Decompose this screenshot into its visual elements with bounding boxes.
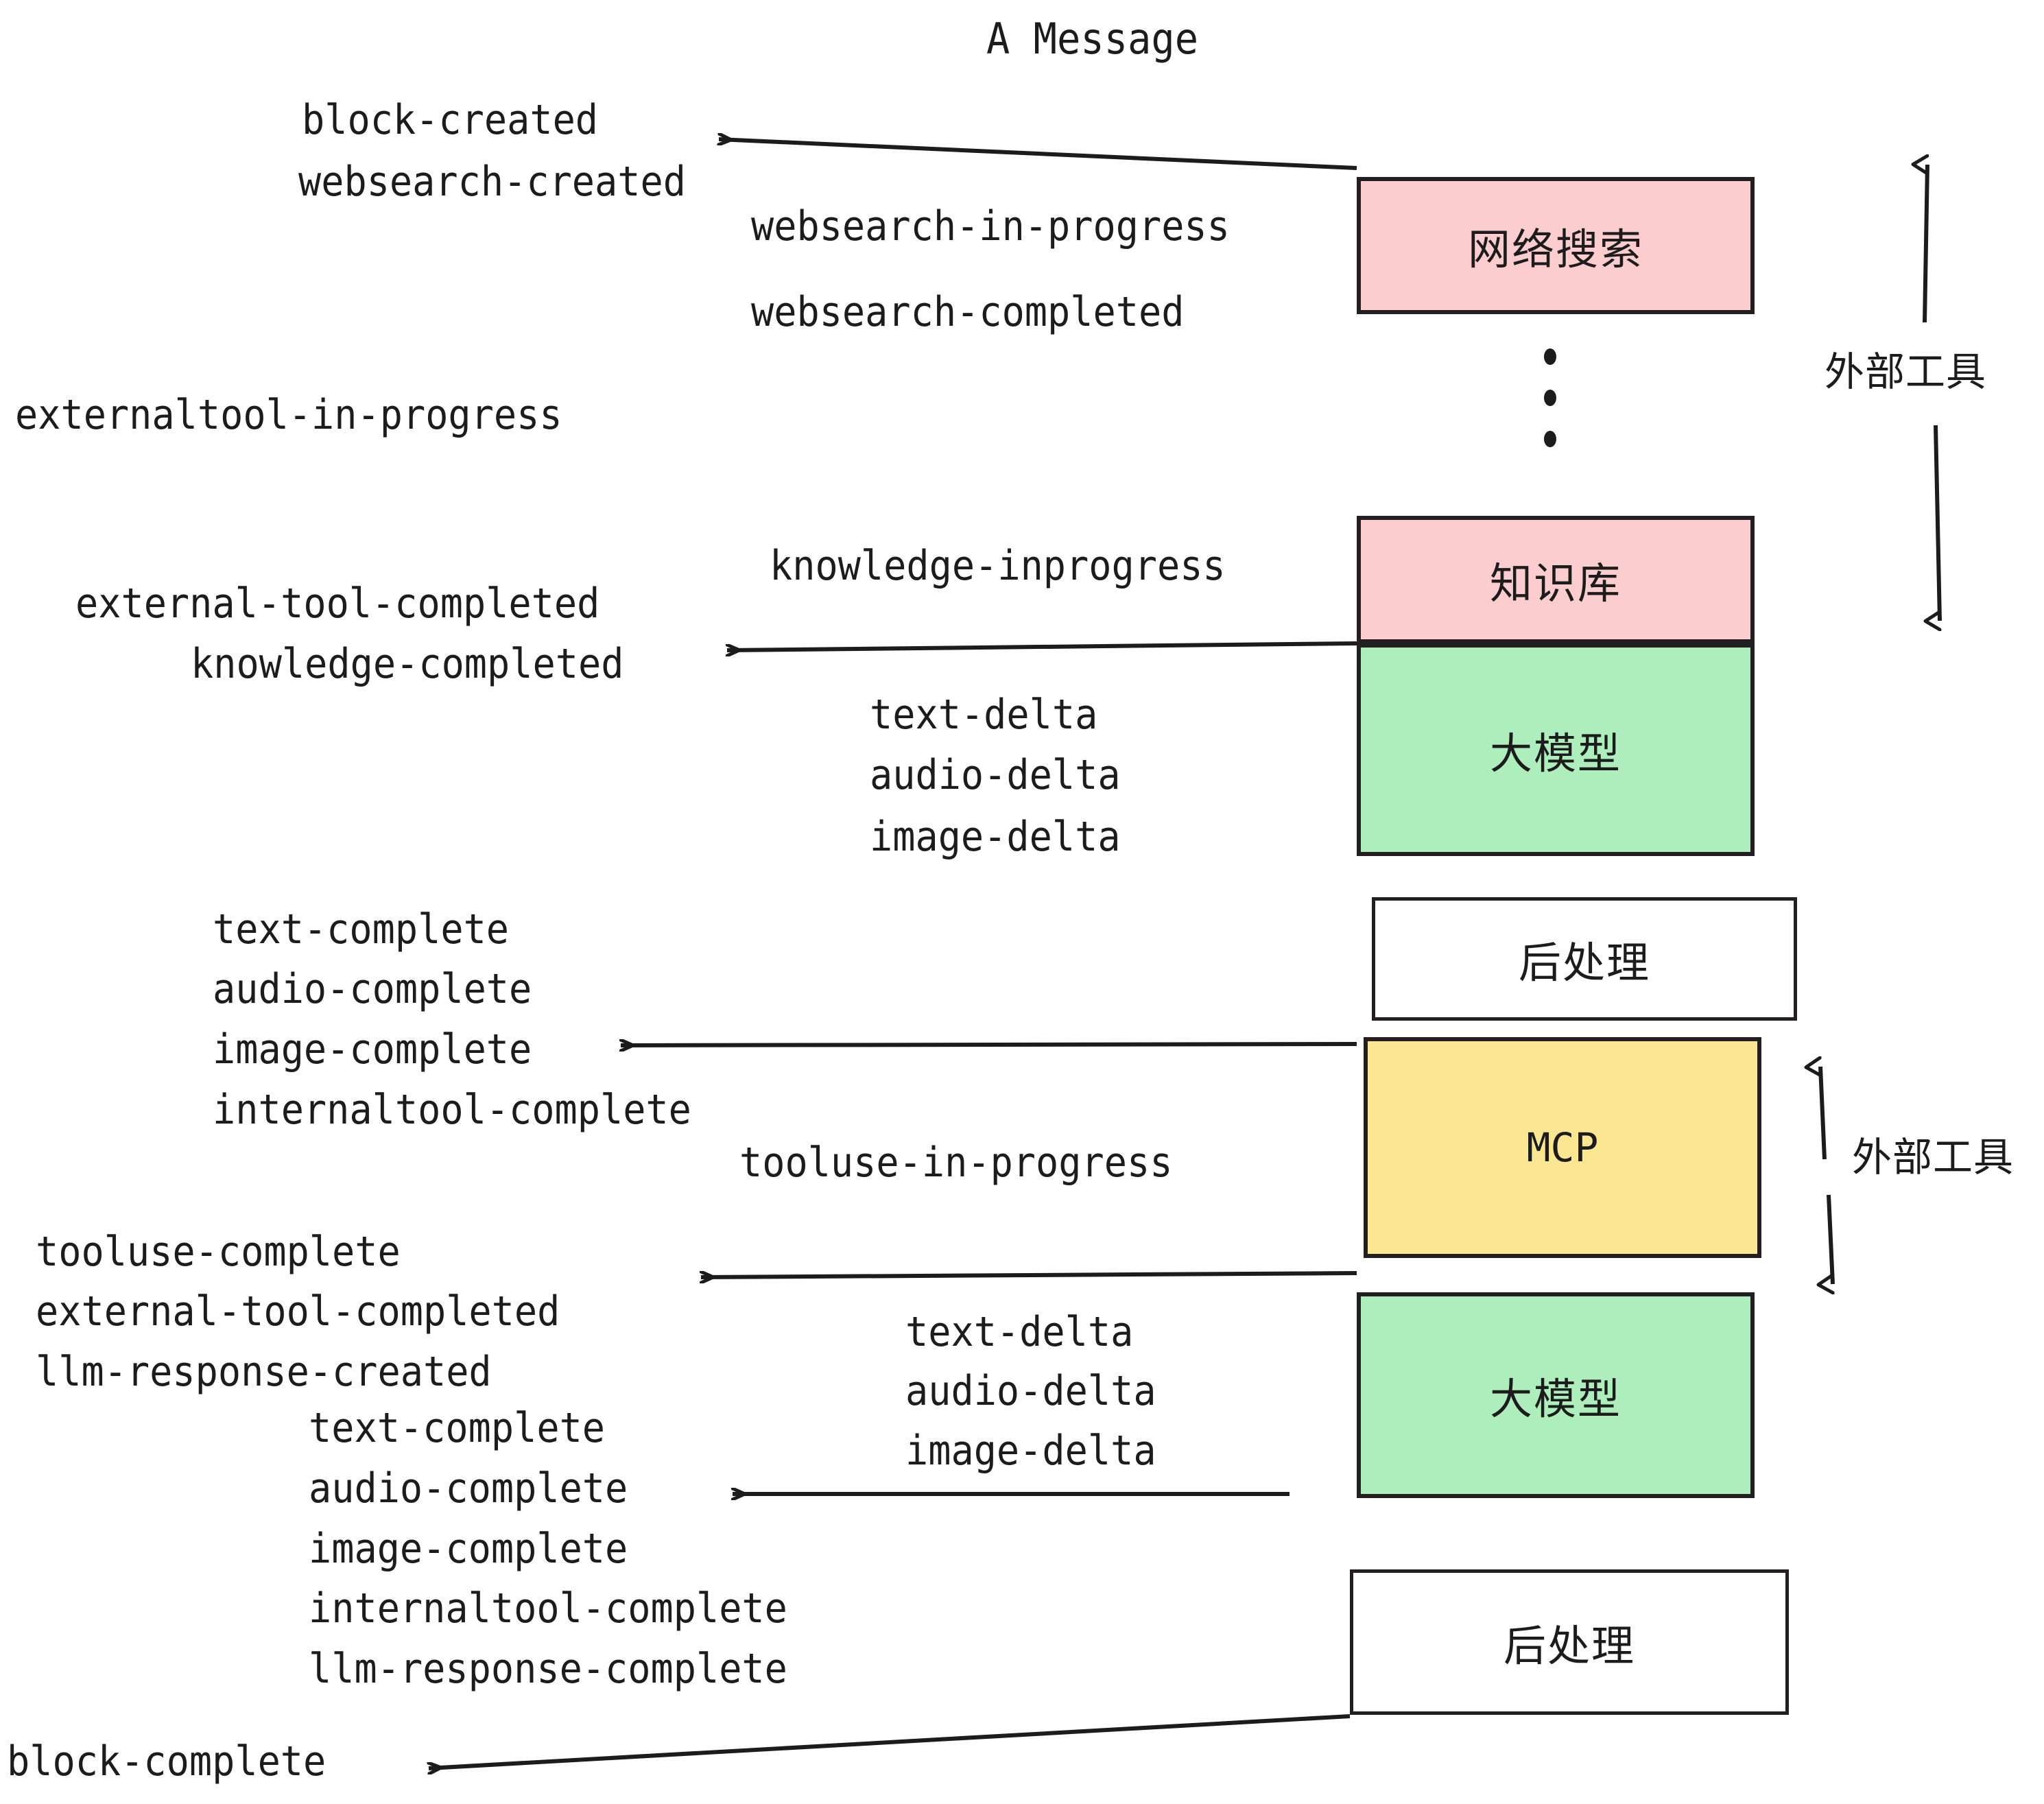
node-knowledge-label: 知识库 — [1489, 558, 1621, 608]
vertical-ellipsis-icon — [1544, 348, 1556, 472]
node-postprocess-2-label: 后处理 — [1503, 1621, 1635, 1671]
node-llm-2[interactable]: 大模型 — [1357, 1292, 1755, 1498]
event-label-tooluse-in-progress: tooluse-in-progress — [739, 1139, 1173, 1187]
event-label-llm-response-complete: llm-response-complete — [309, 1645, 787, 1693]
arrow-llm1-to-image-complete — [621, 1044, 1357, 1045]
event-label-websearch-completed: websearch-completed — [751, 288, 1185, 336]
event-label-block-complete: block-complete — [7, 1737, 326, 1785]
event-label-audio-delta-1: audio-delta — [870, 751, 1121, 799]
arrow-websearch-to-created — [719, 139, 1357, 170]
node-mcp[interactable]: MCP — [1364, 1037, 1761, 1258]
arrow-knowledge-to-completed — [727, 641, 1357, 650]
node-llm-2-label: 大模型 — [1489, 1374, 1621, 1424]
event-label-websearch-in-progress: websearch-in-progress — [751, 202, 1230, 250]
event-label-websearch-created: websearch-created — [298, 158, 686, 206]
event-label-image-delta-2: image-delta — [905, 1427, 1156, 1475]
arrow-postprocess2-to-block-complete — [429, 1714, 1351, 1768]
node-mcp-label: MCP — [1526, 1124, 1599, 1171]
event-label-audio-complete-2: audio-complete — [309, 1464, 628, 1512]
event-label-internaltool-complete-1: internaltool-complete — [213, 1086, 691, 1134]
event-label-external-tool-completed-2: external-tool-completed — [36, 1287, 560, 1336]
node-websearch-label: 网络搜索 — [1467, 224, 1643, 274]
node-knowledge[interactable]: 知识库 — [1357, 516, 1755, 643]
event-label-externaltool-in-progress: externaltool-in-progress — [15, 391, 562, 439]
arrow-external-tools-lower-down — [1829, 1194, 1835, 1284]
event-label-knowledge-completed: knowledge-completed — [191, 640, 624, 688]
page-title: A Message — [986, 14, 1199, 64]
arrow-mcp-to-tooluse-complete — [701, 1273, 1357, 1277]
annotation-external-tools-lower: 外部工具 — [1852, 1134, 2015, 1180]
node-postprocess-1[interactable]: 后处理 — [1372, 897, 1797, 1021]
node-llm-1[interactable]: 大模型 — [1357, 643, 1755, 856]
event-label-image-complete-2: image-complete — [309, 1525, 628, 1573]
event-label-image-delta-1: image-delta — [870, 813, 1121, 861]
event-label-audio-complete-1: audio-complete — [213, 965, 532, 1013]
event-label-external-tool-completed-1: external-tool-completed — [75, 580, 600, 628]
arrow-external-tools-upper-down — [1936, 425, 1942, 621]
event-label-image-complete-1: image-complete — [213, 1025, 532, 1073]
event-label-text-complete-2: text-complete — [309, 1404, 606, 1452]
arrow-external-tools-lower-up — [1820, 1067, 1827, 1160]
node-postprocess-2[interactable]: 后处理 — [1350, 1569, 1789, 1715]
event-label-text-delta-1: text-delta — [870, 691, 1098, 739]
node-websearch[interactable]: 网络搜索 — [1357, 177, 1755, 314]
event-label-knowledge-inprogress: knowledge-inprogress — [770, 542, 1226, 590]
event-label-llm-response-created: llm-response-created — [36, 1348, 492, 1396]
event-label-internaltool-complete-2: internaltool-complete — [309, 1585, 787, 1633]
event-label-tooluse-complete: tooluse-complete — [36, 1228, 401, 1276]
event-label-text-delta-2: text-delta — [905, 1308, 1134, 1356]
event-label-audio-delta-2: audio-delta — [905, 1367, 1156, 1415]
event-label-block-created: block-created — [302, 96, 599, 144]
arrow-external-tools-upper-up — [1925, 165, 1929, 323]
annotation-external-tools-upper: 外部工具 — [1825, 348, 1987, 395]
node-llm-1-label: 大模型 — [1489, 728, 1621, 779]
event-label-text-complete-1: text-complete — [213, 905, 510, 953]
node-postprocess-1-label: 后处理 — [1518, 938, 1650, 988]
